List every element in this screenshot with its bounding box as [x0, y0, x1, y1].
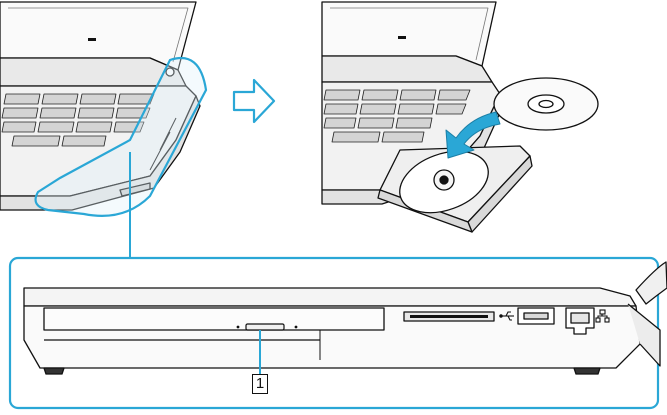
power-button: [165, 67, 175, 77]
laptop-side-panel: [23, 261, 667, 375]
cd-disc-icon: [493, 77, 599, 131]
network-icon: [595, 309, 610, 323]
laptop-keyboard: [1, 93, 155, 147]
optical-disc-drive-eject-button[interactable]: [245, 323, 285, 331]
optical-drive-bay: [43, 307, 385, 331]
callout-label-1: 1: [252, 374, 268, 394]
insert-arrow-icon: [445, 111, 501, 159]
laptop-closed-drive-view: [0, 1, 201, 211]
usb-icon: [499, 311, 514, 321]
highlight-area: [34, 57, 208, 217]
laptop-open-tray-view: [321, 1, 533, 233]
arrow-right-icon: [232, 78, 276, 124]
